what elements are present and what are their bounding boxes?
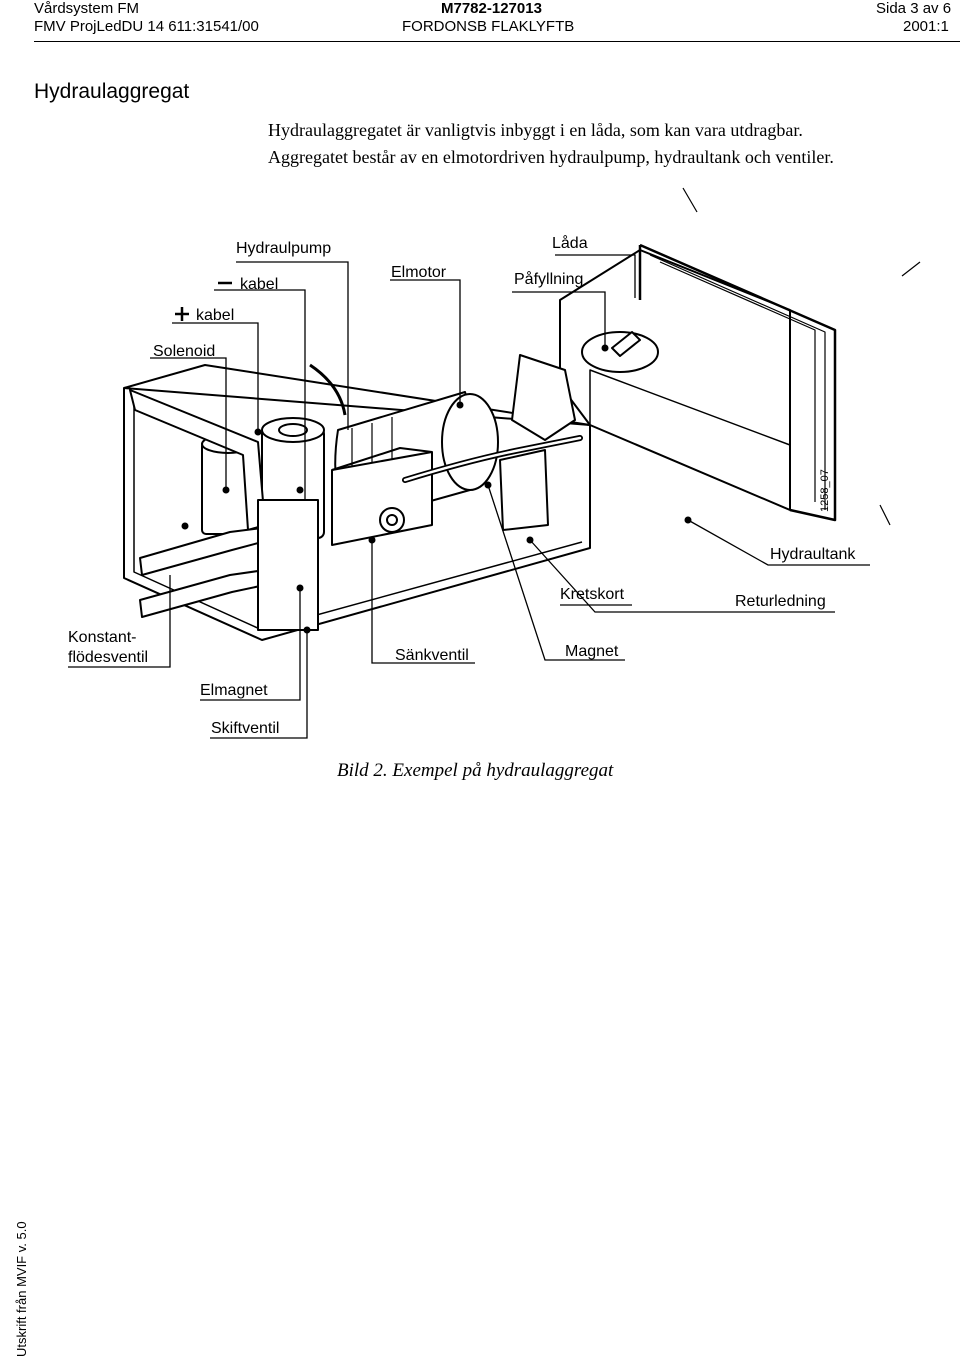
header-doc-title: FORDONSB FLAKLYFTB: [402, 18, 575, 35]
header-project: FMV ProjLedDU 14 611:31541/00: [34, 18, 259, 35]
label-minus-kabel: kabel: [240, 276, 278, 293]
intro-line-1: Hydraulaggregatet är vanligtvis inbyggt …: [268, 120, 803, 140]
label-skiftventil: Skiftventil: [211, 720, 279, 737]
label-elmotor: Elmotor: [391, 264, 447, 281]
label-plus-kabel: kabel: [196, 307, 234, 324]
figure-caption: Bild 2. Exempel på hydraulaggregat: [337, 760, 614, 781]
print-footer: Utskrift från MVIF v. 5.0: [14, 1221, 29, 1357]
label-sankventil: Sänkventil: [395, 647, 469, 664]
label-elmagnet: Elmagnet: [200, 682, 268, 699]
label-konstant-1: Konstant-: [68, 629, 136, 646]
label-magnet: Magnet: [565, 643, 619, 660]
intro-line-2: Aggregatet består av en elmotordriven hy…: [268, 147, 834, 167]
label-lada: Låda: [552, 234, 588, 252]
header-doc-number: M7782-127013: [441, 0, 542, 17]
hydraulic-unit-diagram: Hydraulpump kabel kabel Solenoid Elmotor…: [68, 187, 921, 739]
label-solenoid: Solenoid: [153, 343, 215, 360]
section-title: Hydraulaggregat: [34, 80, 190, 103]
label-hydraultank: Hydraultank: [770, 546, 856, 563]
header-system: Vårdsystem FM: [34, 0, 140, 17]
header-rule: [34, 41, 960, 42]
header-page: Sida 3 av 6: [876, 0, 952, 17]
header-edition: 2001:1: [903, 18, 949, 35]
label-pafyllning: Påfyllning: [514, 270, 583, 288]
label-returledning: Returledning: [735, 593, 826, 610]
label-code: 1258_07: [819, 469, 831, 512]
label-kretskort: Kretskort: [560, 586, 625, 603]
label-hydraulpump: Hydraulpump: [236, 240, 331, 257]
label-konstant-2: flödesventil: [68, 649, 148, 666]
